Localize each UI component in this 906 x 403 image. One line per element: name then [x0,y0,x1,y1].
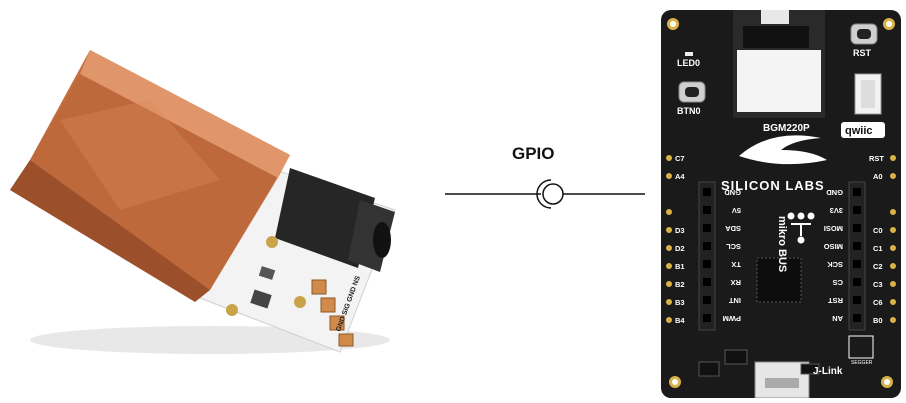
pin-label: C1 [873,244,883,253]
mb-pin-label: MISO [824,242,843,251]
copper-foil [10,50,290,302]
pin-label: B3 [675,298,685,307]
pin-label: B1 [675,262,685,271]
header-right [848,181,866,331]
copper-sensor-photo [10,50,396,354]
dev-board: BGM220P SILICON LABS qwiic LED0 BTN0 RST… [661,10,901,399]
mb-pin-label: AN [832,314,843,323]
mb-pin-label: 5V [732,206,741,215]
pin-label: RST [869,154,884,163]
mb-pin-label: INT [729,296,742,305]
jlink-label: J-Link [813,366,843,377]
mb-pin-label: CS [833,278,843,287]
dev-board-pcb [661,10,901,399]
mb-pin-label: GND [826,188,843,197]
pin-label: D2 [675,244,685,253]
mb-pin-label: RX [731,278,741,287]
mb-pin-label: SCL [726,242,741,251]
mb-pin-label: RST [828,296,843,305]
mb-pin-label: PWM [723,314,741,323]
module-label: BGM220P [763,123,810,134]
dev-board-labels: BGM220P SILICON LABS qwiic LED0 BTN0 RST… [675,48,885,377]
mb-pin-label: SCK [827,260,843,269]
mb-pin-label: 3V3 [830,206,843,215]
left-edge-pins: C7 A4 D3 D2 B1 B2 B3 B4 [675,154,685,325]
mb-pin-label: TX [731,260,741,269]
pin-label: C3 [873,280,883,289]
pin-label: C6 [873,298,883,307]
segger-label: SEGGER [851,360,873,366]
qwiic-label: qwiic [845,125,873,137]
rst-label: RST [853,48,872,58]
pin-label: C0 [873,226,883,235]
right-edge-pins: RST A0 C0 C1 C2 C3 C6 B0 [869,154,884,325]
gpio-label: GPIO [512,144,555,163]
pin-label: A4 [675,172,685,181]
led0-label: LED0 [677,58,700,68]
bgm220p-module [733,10,825,118]
brand-label: SILICON LABS [721,178,825,193]
audio-jack [275,168,375,268]
pin-label: B0 [873,316,883,325]
mb-pin-label: GND [724,188,741,197]
socket-symbol [536,179,552,209]
mb-pin-label: MOSI [824,224,843,233]
silicon-labs-logo [739,135,827,165]
mikrobus-left-labels: GND 5V SDA SCL TX RX INT PWM [723,188,741,323]
sensor-pin-labels: GND SIG GND NS [335,275,362,333]
mb-pin-label: SDA [725,224,741,233]
pin-label: D3 [675,226,685,235]
pin-label: B2 [675,280,685,289]
pin-label: C7 [675,154,685,163]
btn0-label: BTN0 [677,106,701,116]
pin-label: B4 [675,316,685,325]
mikrobus-label: mikro BUS [776,216,788,272]
pin-label: C2 [873,262,883,271]
sensor-silk: GND SIG GND NS [335,275,362,333]
sensor-pin-pads [311,279,354,347]
mcu-chip [756,257,802,303]
gpio-connector-symbol [445,179,645,209]
plug-symbol [542,183,564,205]
pin-label: A0 [873,172,883,181]
mikrobus-right-labels: GND 3V3 MOSI MISO SCK CS RST AN [824,188,843,323]
header-left [698,181,716,331]
led0-indicator [685,52,693,56]
segger-logo-box [848,335,874,359]
mikrobus-logo [787,212,815,244]
